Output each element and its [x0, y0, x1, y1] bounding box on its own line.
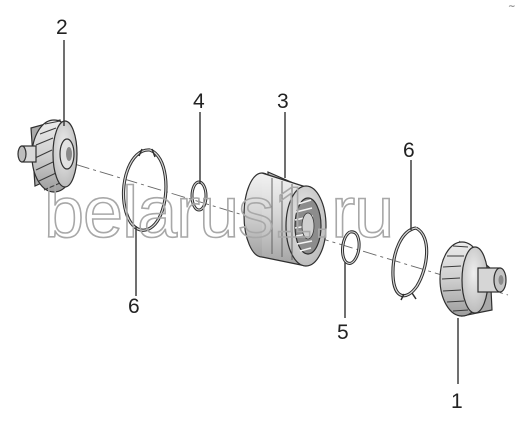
callout-label-5: 5	[337, 321, 349, 344]
gear-part-1	[439, 240, 507, 317]
callout-label-6-right: 6	[403, 139, 415, 162]
small-ring-part-4	[190, 180, 208, 212]
needle-bearing-part-3	[243, 171, 327, 267]
snap-ring-part-6-right	[391, 226, 429, 301]
callout-label-1: 1	[451, 390, 463, 413]
callout-label-2: 2	[56, 16, 68, 39]
small-ring-part-5	[341, 230, 361, 265]
callout-label-4: 4	[193, 90, 205, 113]
watermark-text: belarus1.ru	[44, 173, 393, 253]
corner-mark: ~	[508, 2, 516, 12]
callout-label-3: 3	[277, 90, 289, 113]
leader-lines	[63, 40, 459, 384]
callout-label-6-left: 6	[128, 295, 140, 318]
gear-part-2	[17, 119, 78, 193]
snap-ring-part-6-left	[121, 148, 168, 232]
